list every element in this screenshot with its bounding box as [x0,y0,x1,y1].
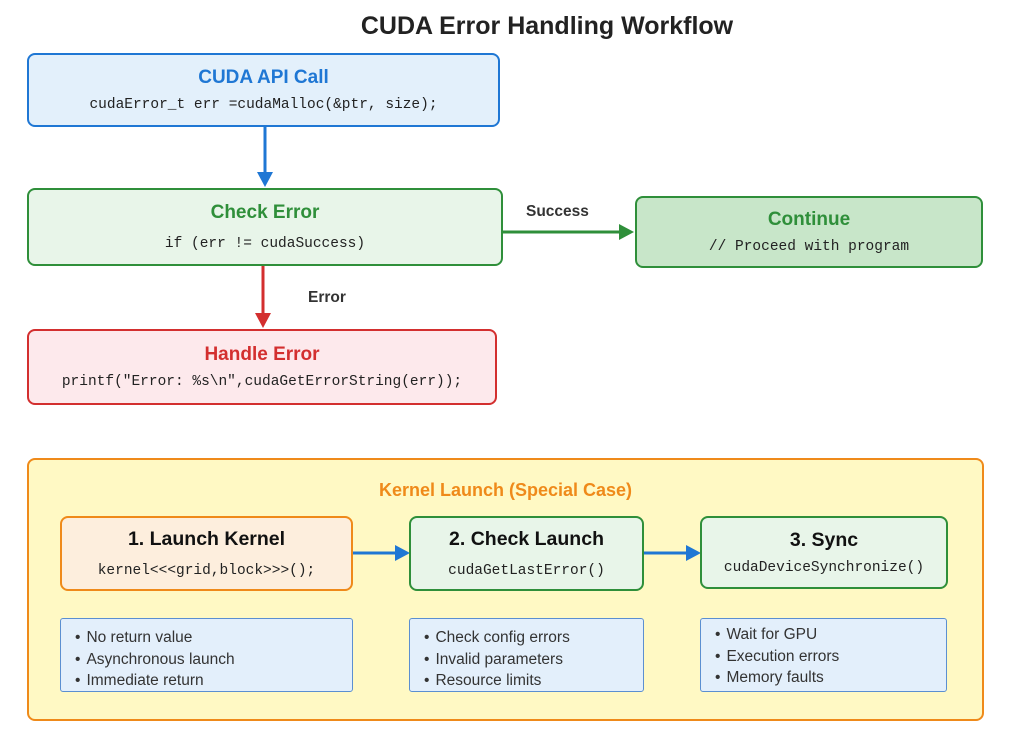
step-sync-title: 3. Sync [789,529,859,551]
kernel-launch-title: Kernel Launch (Special Case) [378,480,633,500]
handle-error-box: Handle Error printf("Error: %s\n",cudaGe… [27,329,497,405]
handle-error-code: printf("Error: %s\n",cudaGetErrorString(… [61,374,463,390]
arrowhead-check-to-handle [255,313,271,328]
note-item: Invalid parameters [424,649,643,671]
launch-kernel-notes: No return value Asynchronous launch Imme… [60,618,353,692]
note-item: Asynchronous launch [75,649,352,671]
note-item: Wait for GPU [715,624,946,646]
arrowhead-check-to-sync [686,545,701,561]
check-error-code: if (err != cudaSuccess) [164,236,366,252]
step-check-launch-code: cudaGetLastError() [448,563,605,579]
step-launch-kernel-code: kernel<<<grid,block>>>(); [97,563,316,579]
step-launch-kernel-box: 1. Launch Kernel kernel<<<grid,block>>>(… [60,516,353,591]
note-item: No return value [75,627,352,649]
check-launch-notes: Check config errors Invalid parameters R… [409,618,644,692]
step-launch-kernel-title: 1. Launch Kernel [127,528,286,550]
step-check-launch-box: 2. Check Launch cudaGetLastError() [409,516,644,591]
note-item: Resource limits [424,670,643,692]
sync-notes: Wait for GPU Execution errors Memory fau… [700,618,947,692]
api-call-title: CUDA API Call [198,67,329,88]
continue-box: Continue // Proceed with program [635,196,983,268]
arrowhead-api-to-check [257,172,273,187]
check-error-box: Check Error if (err != cudaSuccess) [27,188,503,266]
success-label: Success [526,203,589,220]
note-item: Memory faults [715,667,946,689]
note-item: Execution errors [715,646,946,668]
step-sync-code: cudaDeviceSynchronize() [723,560,925,576]
step-sync-box: 3. Sync cudaDeviceSynchronize() [700,516,948,589]
continue-code: // Proceed with program [708,239,910,255]
note-item: Check config errors [424,627,643,649]
note-item: Immediate return [75,670,352,692]
api-call-box: CUDA API Call cudaError_t err =cudaMallo… [27,53,500,127]
arrowhead-launch-to-check [395,545,410,561]
diagram-title: CUDA Error Handling Workflow [360,12,734,40]
handle-error-title: Handle Error [204,344,320,365]
arrowhead-check-to-continue [619,224,634,240]
continue-title: Continue [767,209,851,230]
step-check-launch-title: 2. Check Launch [449,528,604,550]
check-error-title: Check Error [210,202,320,223]
error-label: Error [308,289,346,306]
api-call-code: cudaError_t err =cudaMalloc(&ptr, size); [89,97,438,113]
